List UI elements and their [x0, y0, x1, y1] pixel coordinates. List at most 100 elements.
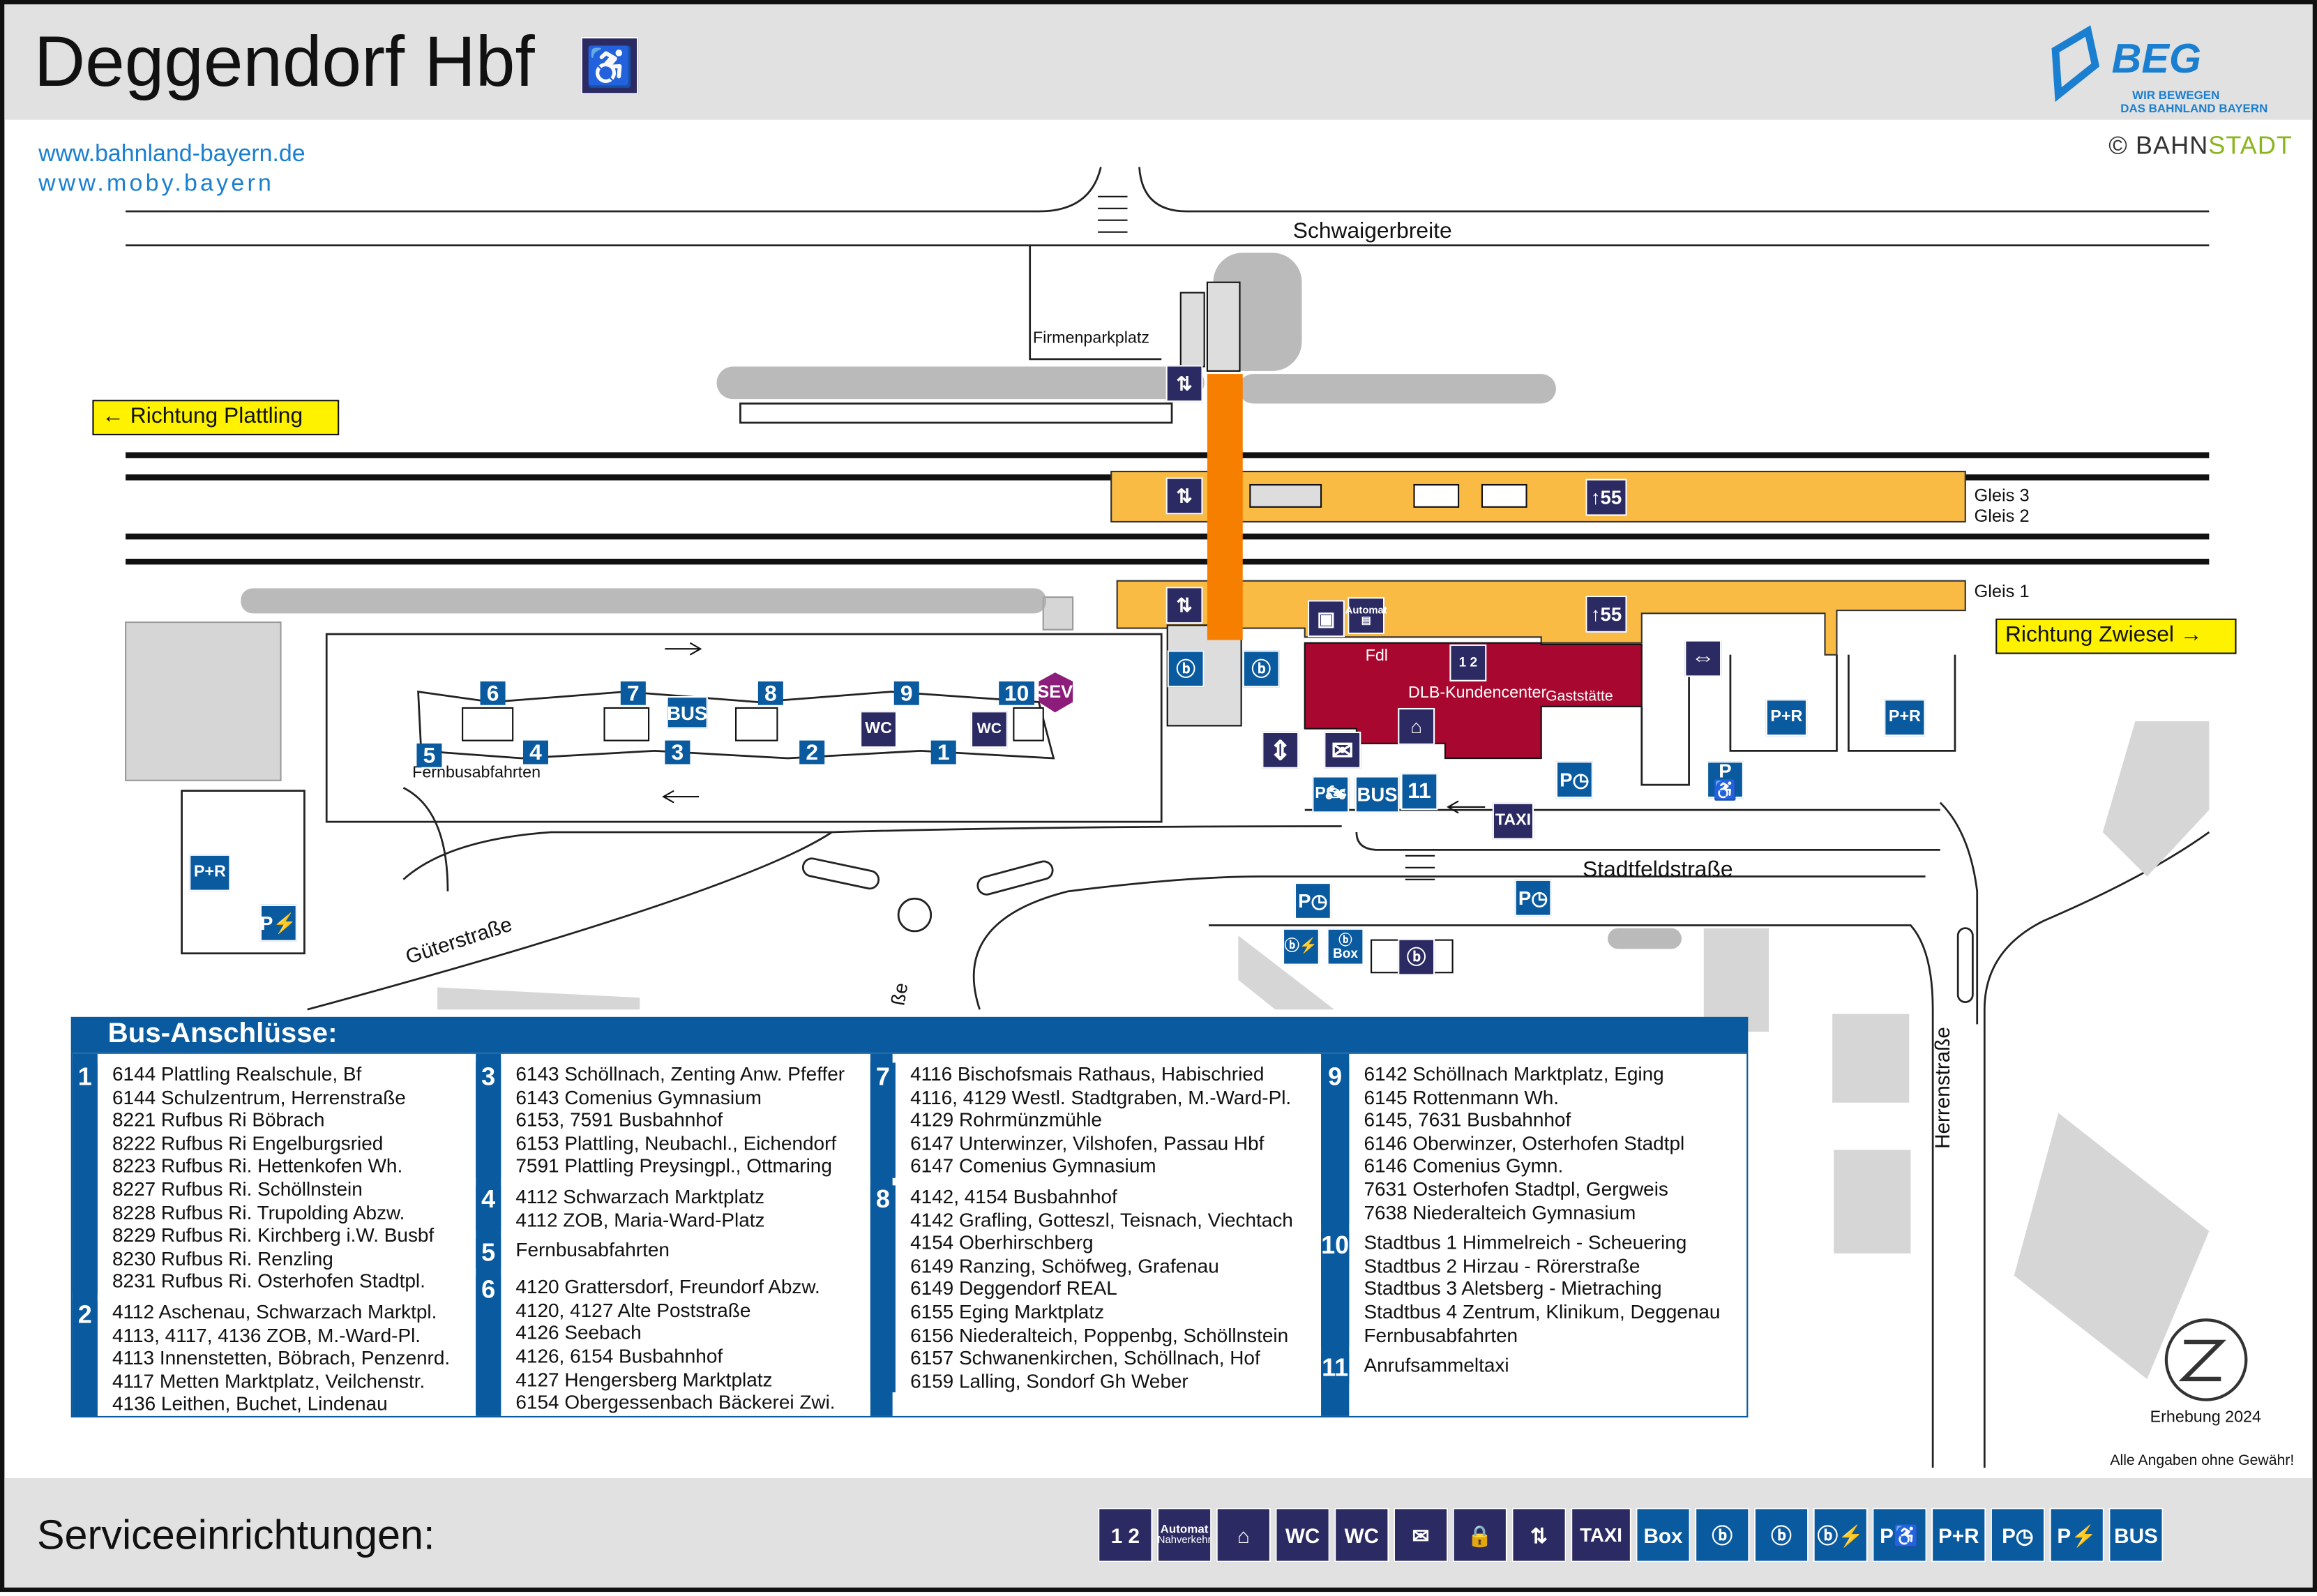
legend-icon-glyph: ⌂ — [1237, 1523, 1250, 1547]
bus-line: 4154 Oberhirschberg — [910, 1231, 1094, 1254]
bus-bay-number: 6 — [476, 1275, 501, 1415]
bike-charging-icon: ⓑ⚡ — [1282, 928, 1320, 965]
wheelchair-icon: ♿ — [580, 36, 639, 95]
locker-icon: ▣ — [1307, 600, 1345, 638]
bay-7: 7 — [620, 681, 646, 706]
label-gleis-2: Gleis 2 — [1974, 505, 2030, 527]
bus-line: 6145, 7631 Busbahnhof — [1364, 1108, 1571, 1131]
shelters — [462, 483, 1527, 974]
bus-lines: 4112 Aschenau, Schwarzach Marktpl.4113, … — [98, 1301, 450, 1416]
bus-line: 4142 Grafling, Gotteszl, Teisnach, Viech… — [910, 1208, 1293, 1231]
bus-line: 8222 Rufbus Ri Engelburgsried — [112, 1131, 384, 1154]
bus-line: 6145 Rottenmann Wh. — [1364, 1085, 1560, 1108]
page-title: Deggendorf Hbf — [33, 23, 535, 103]
bus-line: 4112 Aschenau, Schwarzach Marktpl. — [112, 1300, 437, 1323]
legend-icon-glyph: ⓑ — [1712, 1523, 1733, 1547]
stairs-icon: ⇅ — [1511, 1507, 1567, 1563]
legend-icon-glyph: 1 2 — [1110, 1523, 1140, 1547]
survey-year: Erhebung 2024 — [2150, 1408, 2261, 1426]
bus-bay-number: 5 — [476, 1238, 501, 1269]
bus-line: 4142, 4154 Busbahnhof — [910, 1185, 1117, 1208]
bus-line: 6143 Comenius Gymnasium — [515, 1085, 762, 1108]
legend-icon-glyph: P♿ — [1880, 1523, 1919, 1547]
bus-line: 6144 Plattling Realschule, Bf — [112, 1062, 362, 1085]
accessible-parking-icon: P♿ — [1872, 1507, 1927, 1563]
label-firmenparkplatz: Firmenparkplatz — [1032, 329, 1149, 347]
copyright-symbol: © — [2108, 131, 2128, 160]
bus-connections-title: Bus-Anschlüsse: — [70, 1016, 1749, 1053]
park-and-ride-icon: P+R — [189, 854, 231, 891]
bus-line: 6159 Lalling, Sondorf Gh Weber — [910, 1369, 1188, 1392]
direction-zwiesel: Richtung Zwiesel → — [2005, 622, 2203, 648]
track-length: 55 — [1600, 486, 1622, 509]
taxi-icon: TAXI — [1571, 1507, 1631, 1563]
bus-line: 6142 Schöllnach Marktplatz, Eging — [1364, 1062, 1664, 1085]
sev-hexagon — [1039, 672, 1073, 713]
bus-line: Stadtbus 1 Himmelreich - Scheuering — [1364, 1231, 1687, 1254]
bus-line: 6147 Comenius Gymnasium — [910, 1154, 1156, 1177]
p-label: P — [1315, 785, 1326, 803]
street-partial: ße — [886, 981, 912, 1007]
bus-line: Anrufsammeltaxi — [1364, 1354, 1509, 1376]
bike-box-icon: Box — [1636, 1507, 1691, 1563]
legend-icon-glyph: WC — [1285, 1523, 1320, 1547]
beg-logo: BEG WIR BEWEGEN DAS BAHNLAND BAYERN — [2051, 25, 2267, 115]
underpass — [1207, 374, 1243, 640]
ev-parking-icon: P⚡ — [2049, 1507, 2104, 1563]
legend-icon-glyph: 🔒 — [1467, 1523, 1493, 1547]
legend-icon-glyph: BUS — [2114, 1523, 2158, 1547]
bay-2: 2 — [799, 740, 825, 765]
bus-line: 8231 Rufbus Ri. Osterhofen Stadtpl. — [112, 1270, 425, 1293]
bus-bay-number: 9 — [1321, 1062, 1350, 1224]
platform-section-icon: ↑55 — [1585, 479, 1627, 516]
bus-line: 8221 Rufbus Ri Böbrach — [112, 1108, 325, 1131]
bay-6: 6 — [480, 681, 506, 706]
label-fernbus: Fernbusabfahrten — [412, 764, 541, 782]
park-and-ride-icon: P+R — [1931, 1507, 1986, 1563]
street-stadtfeldstrasse: Stadtfeldstraße — [1583, 857, 1733, 882]
link-moby[interactable]: www.moby.bayern — [38, 171, 275, 197]
bus-line: 4117 Metten Marktplatz, Veilchenstr. — [112, 1369, 425, 1392]
bay-3: 3 — [665, 740, 690, 765]
bus-bay-number: 4 — [476, 1185, 501, 1232]
bus-line: 6147 Unterwinzer, Vilshofen, Passau Hbf — [910, 1131, 1265, 1154]
bus-line: 4112 ZOB, Maria-Ward-Platz — [515, 1208, 765, 1231]
direction-sign-plattling — [92, 400, 340, 436]
bus-stop-icon: BUS — [1354, 776, 1400, 813]
bus-lines: 4120 Grattersdorf, Freundorf Abzw.4120, … — [501, 1276, 835, 1414]
bus-bay-number: 7 — [870, 1062, 896, 1178]
bus-line: 4126 Seebach — [515, 1322, 642, 1344]
bus-line: 8223 Rufbus Ri. Hettenkofen Wh. — [112, 1154, 403, 1177]
bus-lines: Anrufsammeltaxi — [1349, 1354, 1509, 1383]
bay-11: 11 — [1401, 773, 1438, 811]
short-term-parking-icon: P◷ — [1990, 1507, 2046, 1563]
waiting-room-icon: ⌂ — [1216, 1507, 1271, 1563]
accessible-parking-icon: P♿ — [1707, 760, 1744, 799]
bus-line: 8228 Rufbus Ri. Trupolding Abzw. — [112, 1200, 405, 1224]
bus-line: 4136 Leithen, Buchet, Lindenau — [112, 1392, 388, 1415]
bus-line: 7631 Osterhofen Stadtpl, Gergweis — [1364, 1177, 1668, 1200]
bay-4: 4 — [522, 740, 549, 765]
logo-tagline: DAS BAHNLAND BAYERN — [2120, 102, 2267, 115]
bus-line: 4126, 6154 Busbahnhof — [515, 1345, 723, 1367]
legend-icon-glyph: ⇅ — [1530, 1523, 1548, 1547]
locker-icon: 🔒 — [1452, 1507, 1507, 1563]
bus-line: 8229 Rufbus Ri. Kirchberg i.W. Busbf — [112, 1224, 435, 1247]
legend-icon-glyph: WC — [1344, 1523, 1380, 1547]
disclaimer: Alle Angaben ohne Gewähr! — [2110, 1452, 2295, 1470]
bus-bay-number: 11 — [1321, 1354, 1350, 1384]
street-herrenstrasse: Herrenstraße — [1930, 1027, 1954, 1149]
accessible-wc-icon: WC — [970, 711, 1008, 748]
waiting-room-icon: ⌂ — [1398, 707, 1435, 745]
link-bahnland[interactable]: www.bahnland-bayern.de — [38, 142, 305, 167]
